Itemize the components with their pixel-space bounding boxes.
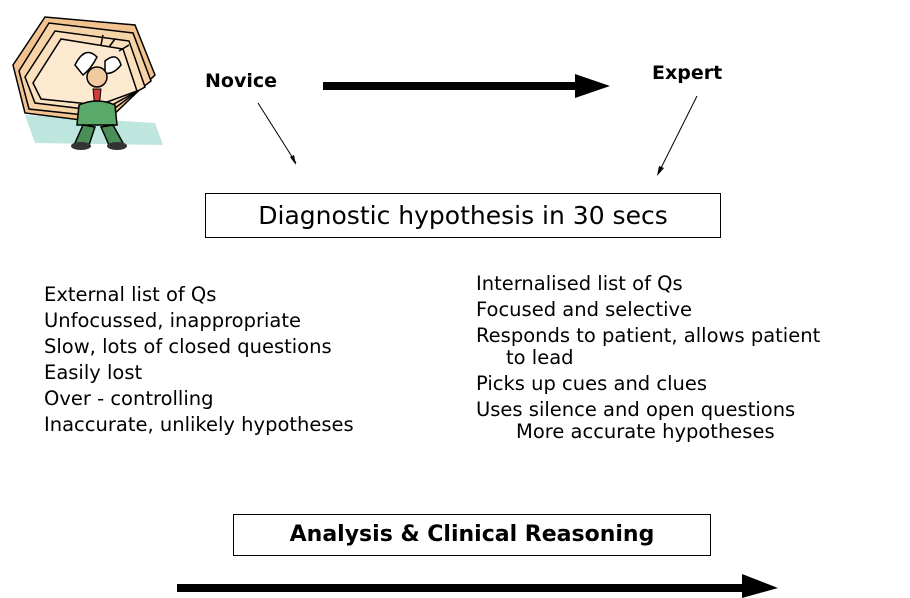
novice-characteristics-list: External list of Qs Unfocussed, inapprop… [44,282,354,438]
novice-item: Over - controlling [44,387,214,410]
expert-label: Expert [652,62,723,84]
novice-item: Slow, lots of closed questions [44,335,332,358]
novice-to-expert-arrow [323,74,610,98]
novice-item: Unfocussed, inappropriate [44,309,302,332]
expert-characteristics-list: Internalised list of Qs Focused and sele… [476,271,820,445]
progression-arrow [177,574,778,598]
novice-pointer-arrow [257,102,297,165]
expert-item: Responds to patient, allows patient [476,324,821,347]
expert-item: Uses silence and open questions [476,398,796,421]
novice-label: Novice [205,70,278,92]
stressed-person-under-papers-icon [12,16,163,150]
novice-item: Easily lost [44,361,143,384]
novice-item: Inaccurate, unlikely hypotheses [44,413,354,436]
analysis-clinical-reasoning-box: Analysis & Clinical Reasoning [233,514,711,556]
expert-item: Internalised list of Qs [476,272,683,295]
expert-item: More accurate hypotheses [516,420,775,443]
expert-item: Picks up cues and clues [476,372,708,395]
novice-item: External list of Qs [44,283,217,306]
expert-pointer-arrow [657,95,698,176]
diagnostic-hypothesis-box: Diagnostic hypothesis in 30 secs [205,193,721,238]
expert-item: Focused and selective [476,298,693,321]
expert-item-continuation: to lead [506,346,574,369]
